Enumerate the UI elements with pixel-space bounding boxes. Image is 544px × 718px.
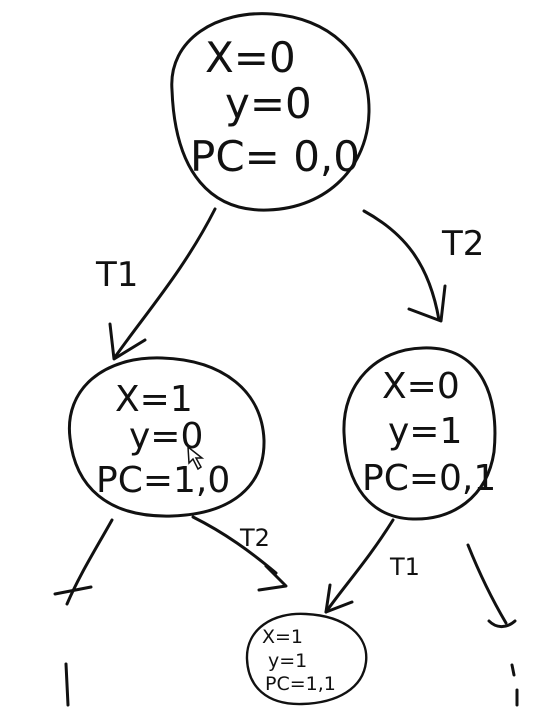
left-state-node: X=1 y=0 PC=1,0 (67, 356, 266, 518)
left-lower-right-transition-label: T2 (239, 524, 270, 552)
root-state-node: X=0 y=0 PC= 0,0 (170, 12, 371, 212)
mouse-cursor-icon (187, 445, 205, 471)
right-to-bottom-edge (324, 518, 395, 614)
bottom-y-value: y=1 (268, 650, 307, 672)
root-y-value: y=0 (225, 79, 312, 128)
bottom-state-node: X=1 y=1 PC=1,1 (245, 612, 368, 706)
right-x-value: X=0 (382, 366, 460, 407)
right-y-value: y=1 (388, 411, 462, 452)
right-state-node: X=0 y=1 PC=0,1 (342, 346, 497, 521)
right-unfinished-branch (466, 543, 508, 625)
root-right-transition-label: T2 (441, 224, 484, 264)
left-unfinished-branch (65, 518, 114, 606)
bottom-x-value: X=1 (262, 626, 303, 648)
right-pc-value: PC=0,1 (362, 458, 496, 499)
left-bottom-stroke (64, 662, 70, 707)
right-small-stroke-top (510, 663, 516, 677)
root-to-left-edge (108, 207, 217, 361)
left-x-value: X=1 (115, 379, 193, 420)
root-left-transition-label: T1 (95, 255, 138, 295)
root-x-value: X=0 (205, 33, 296, 82)
left-unfinished-tick (53, 585, 93, 596)
left-pc-value: PC=1,0 (96, 460, 230, 501)
left-to-lower-right-edge (191, 515, 288, 592)
root-to-right-edge (362, 209, 447, 323)
right-bottom-transition-label: T1 (389, 553, 420, 581)
bottom-pc-value: PC=1,1 (265, 673, 336, 695)
root-pc-value: PC= 0,0 (190, 132, 360, 181)
right-unfinished-mark (487, 619, 517, 629)
